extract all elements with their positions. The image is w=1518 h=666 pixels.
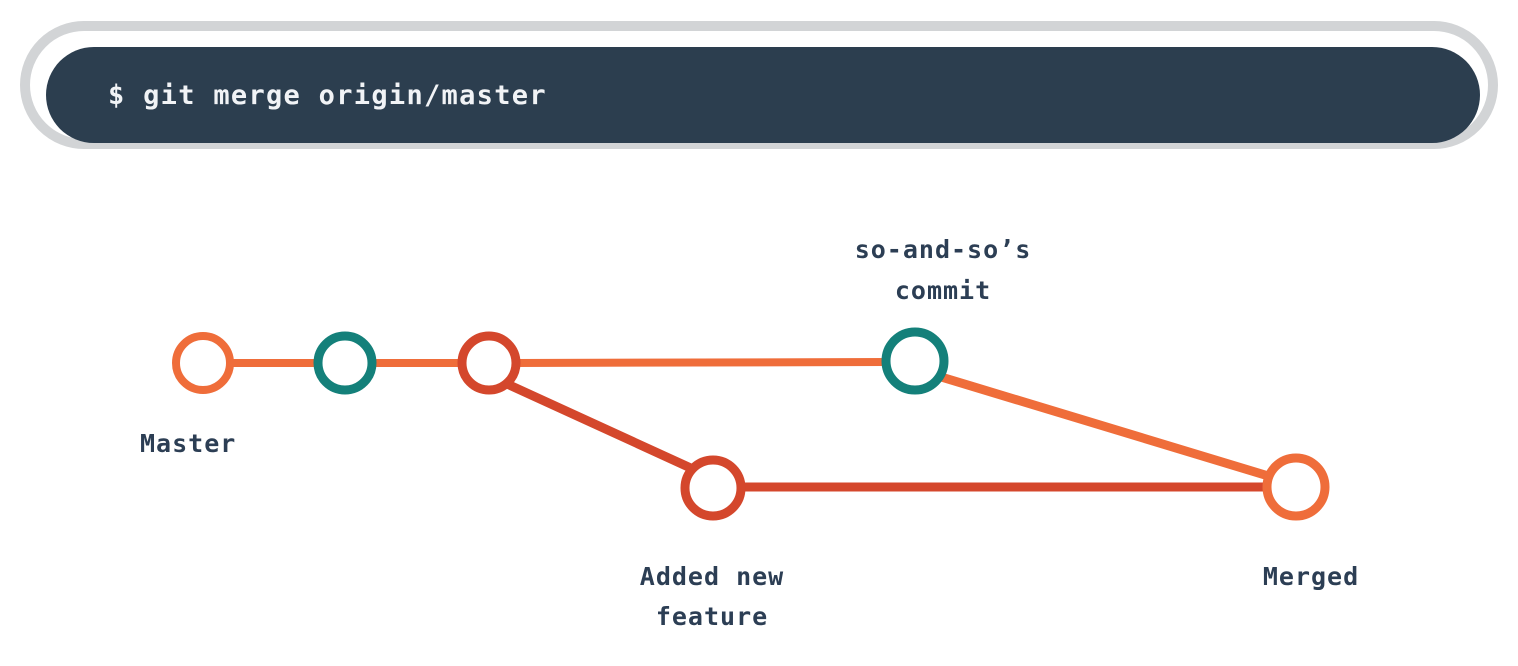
commit-node-feature[interactable]: [680, 455, 746, 521]
label-master: Master: [140, 429, 236, 458]
terminal-command-text: $ git merge origin/master: [108, 79, 547, 111]
label-feature-line1: Added new: [640, 562, 784, 591]
label-feature-line2: feature: [656, 602, 768, 631]
edge-master-c3-so-and-so: [513, 358, 889, 367]
commit-node-merged[interactable]: [1262, 453, 1330, 521]
label-so-and-so-line1: so-and-so’s: [855, 235, 1032, 264]
terminal-window: $ git merge origin/master: [20, 21, 1498, 149]
commit-node-master-c3[interactable]: [457, 331, 521, 395]
label-merged: Merged: [1263, 562, 1359, 591]
terminal-panel: $ git merge origin/master: [46, 47, 1480, 143]
edge-so-and-so-to-merged: [933, 371, 1280, 483]
commit-node-so-and-so[interactable]: [881, 327, 949, 395]
label-so-and-so-line2: commit: [895, 276, 991, 305]
commit-node-master-c2[interactable]: [313, 331, 377, 395]
commit-node-master-c1[interactable]: [172, 332, 234, 394]
edge-master-c3-feature: [500, 378, 700, 475]
